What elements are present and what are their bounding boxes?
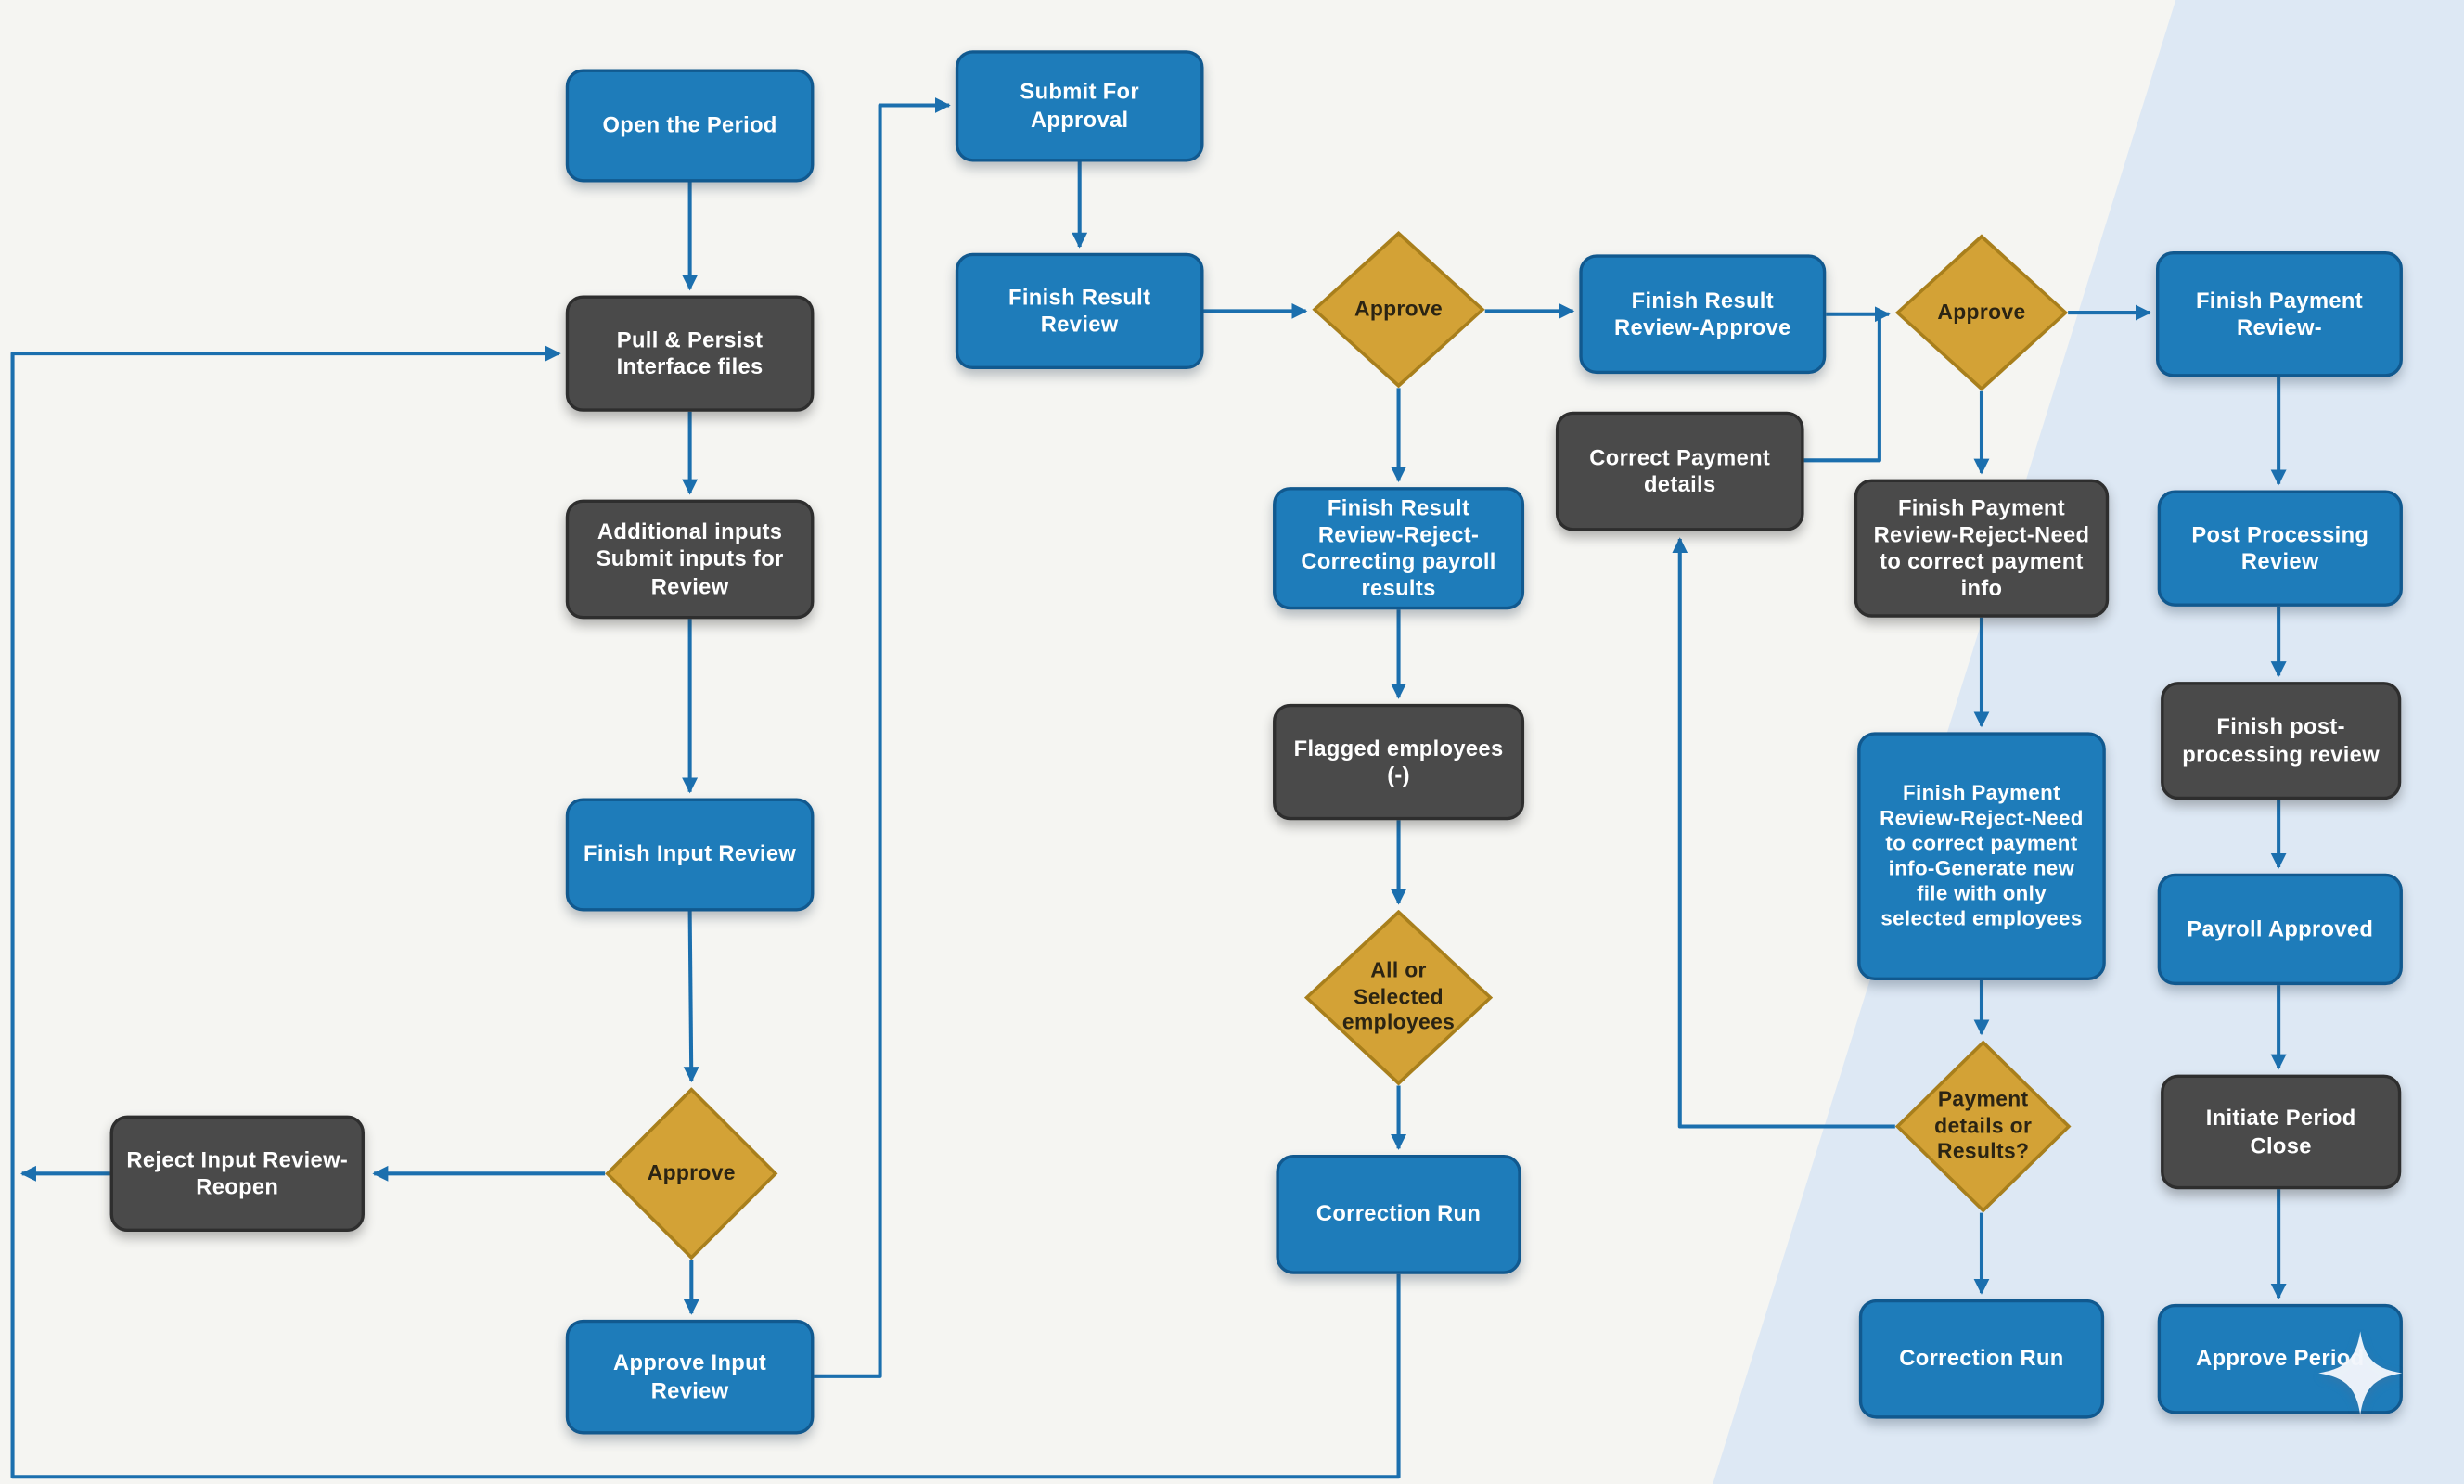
flow-node-label: Correction Run [1899,1345,2064,1371]
flow-edge-17 [1803,317,1881,463]
flow-node-correction-run-payment: Correction Run [1858,1298,2105,1419]
sparkle-icon [2318,1331,2403,1415]
flow-node-label: Finish Result Review [1008,284,1151,337]
edge-group [10,97,2287,1479]
flow-node-submit-for-approval: Submit For Approval [955,50,1204,162]
flow-node-label: Finish post-processing review [2182,713,2381,766]
flow-edge-3 [683,911,699,1083]
flow-node-reject-input-review-reopen: Reject Input Review-Reopen [109,1115,365,1233]
flow-node-label: Post Processing Review [2191,521,2369,574]
flow-node-label: Finish Payment Review-Reject-Need to cor… [1873,494,2090,601]
flow-node-label: Approve Period [2196,1345,2365,1371]
flow-node-label: Approve [647,1160,736,1184]
flow-node-payment-details-or-results: Payment details or Results? [1894,1040,2072,1213]
flow-node-label: Pull & Persist Interface files [616,326,764,379]
flow-node-approve-payment-decision: Approve [1894,234,2069,391]
flow-node-finish-result-review: Finish Result Review [955,252,1204,370]
flow-edge-7 [10,345,1401,1479]
flow-node-pull-persist-interface-files: Pull & Persist Interface files [565,295,815,412]
flow-node-flagged-employees: Flagged employees (-) [1273,703,1525,821]
flow-node-label: Finish Result Review-Reject-Correcting p… [1301,494,1496,601]
flow-node-finish-post-processing-review: Finish post-processing review [2161,682,2402,800]
flow-node-all-or-selected-decision: All or Selected employees [1303,909,1494,1086]
flow-node-generate-new-file: Finish Payment Review-Reject-Need to cor… [1857,732,2106,980]
flow-node-initiate-period-close: Initiate Period Close [2161,1074,2402,1190]
flow-node-post-processing-review: Post Processing Review [2157,490,2403,607]
flow-node-label: All or Selected employees [1341,958,1456,1034]
flow-node-finish-result-review-reject: Finish Result Review-Reject-Correcting p… [1273,487,1525,610]
flow-node-approve-result-decision: Approve [1312,231,1485,389]
flow-node-label: Finish Result Review-Approve [1614,287,1791,339]
flow-node-label: Additional inputs Submit inputs for Revi… [596,518,784,598]
flow-node-open-period: Open the Period [565,69,815,183]
flow-node-label: Submit For Approval [1020,79,1139,132]
flow-node-label: Flagged employees (-) [1293,735,1504,787]
flow-node-finish-payment-review: Finish Payment Review- [2156,251,2403,377]
flow-node-label: Finish Payment Review-Reject-Need to cor… [1880,780,2084,931]
flow-node-label: Finish Payment Review- [2195,287,2363,339]
flow-node-label: Open the Period [602,112,777,138]
flow-node-label: Payroll Approved [2187,915,2374,941]
flow-node-correction-run-results: Correction Run [1276,1155,1521,1274]
flow-node-label: Finish Input Review [584,840,797,867]
flow-node-label: Correction Run [1315,1200,1482,1226]
flow-node-label: Initiate Period Close [2205,1105,2356,1158]
flow-node-label: Payment details or Results? [1934,1087,2033,1163]
flow-node-label: Correct Payment details [1589,444,1771,497]
flow-node-finish-input-review: Finish Input Review [565,798,815,912]
flow-node-label: Approve Input Review [613,1350,767,1402]
flow-node-approve-input-review: Approve Input Review [565,1319,815,1435]
flow-edge-8 [814,97,951,1378]
flow-node-label: Reject Input Review-Reopen [126,1146,349,1199]
flow-node-label: Approve [1937,300,2026,324]
flow-edge-23 [1672,537,1895,1129]
flow-node-payroll-approved: Payroll Approved [2157,873,2403,986]
flow-node-approve-input-decision: Approve [605,1087,778,1260]
flow-node-additional-inputs: Additional inputs Submit inputs for Revi… [565,499,815,620]
flow-node-finish-payment-review-reject: Finish Payment Review-Reject-Need to cor… [1854,479,2110,618]
flow-node-correct-payment-details: Correct Payment details [1555,411,1804,531]
flow-node-finish-result-review-approve: Finish Result Review-Approve [1579,254,1827,375]
flow-node-label: Approve [1354,296,1444,321]
